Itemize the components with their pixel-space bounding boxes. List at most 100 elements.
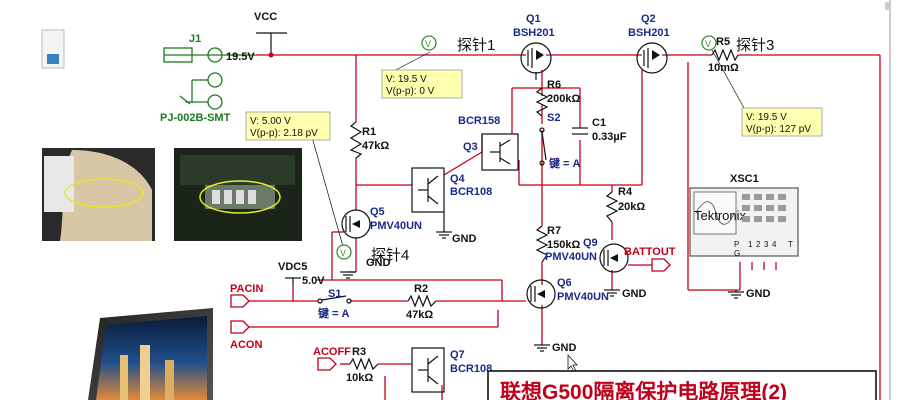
s1-switch[interactable]: S1 键 = A bbox=[317, 288, 352, 320]
probe3-name: 探针3 bbox=[736, 37, 774, 54]
s2-ref: S2 bbox=[547, 112, 560, 124]
q5-model: PMV40UN bbox=[370, 220, 422, 232]
probe1-marker[interactable]: V 探针1 bbox=[421, 35, 495, 54]
scope-brand: Tektronix bbox=[694, 208, 747, 223]
scroll-handle[interactable] bbox=[885, 2, 890, 10]
r1-resistor[interactable]: R1 47kΩ bbox=[349, 121, 389, 159]
s1-ref: S1 bbox=[328, 288, 341, 300]
r3-value: 10kΩ bbox=[346, 372, 373, 384]
j1-model: PJ-002B-SMT bbox=[160, 112, 231, 124]
q4-model: BCR108 bbox=[450, 186, 492, 198]
scope-pin-3: 3 bbox=[764, 240, 769, 249]
s2-switch[interactable]: S2 键 = A bbox=[539, 112, 581, 170]
scope-pin-t: T bbox=[788, 240, 793, 249]
file-icon[interactable] bbox=[41, 29, 65, 69]
c1-capacitor[interactable]: C1 0.33µF bbox=[572, 117, 627, 143]
q6-mosfet[interactable]: Q6 PMV40UN bbox=[526, 277, 609, 309]
title-banner: 联想G500隔离保护电路原理(2) bbox=[487, 370, 877, 400]
s2-key: 键 = A bbox=[548, 156, 581, 170]
q9-model: PMV40UN bbox=[545, 251, 597, 263]
page-title: 联想G500隔离保护电路原理(2) bbox=[500, 380, 787, 400]
pacin-port[interactable]: PACIN bbox=[230, 283, 263, 308]
q6-model: PMV40UN bbox=[557, 291, 609, 303]
probe3-marker[interactable]: V 探针3 bbox=[701, 35, 774, 54]
c1-ref: C1 bbox=[592, 117, 606, 129]
scope-pin-1: 1 bbox=[748, 240, 753, 249]
c1-value: 0.33µF bbox=[592, 131, 627, 143]
acoff-label: ACOFF bbox=[313, 346, 351, 358]
r2-resistor[interactable]: R2 47kΩ bbox=[406, 283, 437, 321]
scope-ref: XSC1 bbox=[730, 173, 759, 185]
q3-transistor[interactable]: BCR158 Q3 bbox=[458, 115, 519, 171]
r6-ref: R6 bbox=[547, 79, 561, 91]
connector-photo bbox=[42, 148, 155, 241]
gnd-label: GND bbox=[552, 342, 577, 354]
battout-port[interactable]: BATTOUT bbox=[624, 246, 676, 272]
scope-pin-p: P bbox=[734, 240, 739, 249]
acon-port[interactable]: ACON bbox=[230, 320, 262, 351]
q3-ref: Q3 bbox=[463, 141, 478, 153]
vdc5-label: VDC5 bbox=[278, 261, 307, 273]
wires bbox=[245, 49, 881, 400]
gnd-q9: GND bbox=[604, 288, 647, 300]
q5-ref: Q5 bbox=[370, 206, 385, 218]
q6-ref: Q6 bbox=[557, 277, 572, 289]
vdc5-value: 5.0V bbox=[302, 275, 325, 287]
probe4-name: 探针4 bbox=[371, 247, 409, 264]
r2-ref: R2 bbox=[414, 283, 428, 295]
r4-resistor[interactable]: R4 20kΩ bbox=[605, 186, 645, 223]
q9-mosfet[interactable]: Q9 PMV40UN bbox=[545, 237, 629, 273]
gnd-q5: GND bbox=[340, 257, 391, 279]
svg-text:V: V bbox=[425, 39, 431, 49]
q2-mosfet[interactable]: Q2 BSH201 bbox=[628, 13, 670, 74]
gnd-label: GND bbox=[622, 288, 647, 300]
oscilloscope-xsc1[interactable]: XSC1 Tektronix P 1 2 3 4 T G bbox=[689, 173, 799, 258]
gnd-label: GND bbox=[366, 257, 391, 269]
r7-ref: R7 bbox=[547, 225, 561, 237]
q3-model: BCR158 bbox=[458, 115, 500, 127]
q4-transistor[interactable]: Q4 BCR108 bbox=[411, 167, 492, 232]
probe3-readout: V: 19.5 V V(p-p): 127 pV bbox=[741, 107, 823, 137]
q7-transistor[interactable]: Q7 BCR108 bbox=[411, 347, 492, 393]
r4-value: 20kΩ bbox=[618, 201, 645, 213]
acoff-port[interactable]: ACOFF bbox=[313, 346, 351, 371]
q5-mosfet[interactable]: Q5 PMV40UN bbox=[341, 206, 422, 239]
vcc-label: VCC bbox=[254, 11, 277, 23]
q7-model: BCR108 bbox=[450, 363, 492, 375]
probe4-marker[interactable]: V 探针4 bbox=[336, 244, 409, 264]
q7-ref: Q7 bbox=[450, 349, 465, 361]
r3-resistor[interactable]: R3 10kΩ bbox=[346, 346, 379, 384]
acon-label: ACON bbox=[230, 339, 262, 351]
pacin-label: PACIN bbox=[230, 283, 263, 295]
r1-ref: R1 bbox=[362, 126, 376, 138]
q2-model: BSH201 bbox=[628, 27, 670, 39]
probe1-vpp: V(p-p): 0 V bbox=[386, 86, 435, 97]
q1-ref: Q1 bbox=[526, 13, 541, 25]
r6-value: 200kΩ bbox=[547, 93, 580, 105]
probe1-readout: V: 19.5 V V(p-p): 0 V bbox=[381, 69, 463, 99]
pcb-photo bbox=[174, 148, 302, 241]
j1-voltage: 19.5V bbox=[226, 51, 255, 63]
s1-key: 键 = A bbox=[317, 306, 350, 320]
laptop-photo bbox=[88, 308, 213, 400]
probe1-name: 探针1 bbox=[457, 37, 495, 54]
scope-pin-g: G bbox=[734, 249, 740, 258]
r5-resistor[interactable]: R5 10mΩ bbox=[708, 36, 739, 74]
svg-text:V: V bbox=[705, 39, 711, 49]
gnd-q6: GND bbox=[534, 342, 577, 354]
r7-value: 150kΩ bbox=[547, 239, 580, 251]
r6-resistor[interactable]: R6 200kΩ bbox=[535, 79, 580, 117]
r7-resistor[interactable]: R7 150kΩ bbox=[535, 225, 580, 263]
probe3-vpp: V(p-p): 127 pV bbox=[746, 124, 811, 135]
j1-connector[interactable]: J1 19.5V PJ-002B-SMT bbox=[160, 33, 256, 124]
scope-pin-4: 4 bbox=[772, 240, 777, 249]
mouse-cursor bbox=[567, 353, 578, 373]
svg-text:V: V bbox=[340, 248, 346, 258]
q1-mosfet[interactable]: Q1 BSH201 bbox=[513, 13, 555, 80]
battout-label: BATTOUT bbox=[624, 246, 676, 258]
probe3-voltage: V: 19.5 V bbox=[746, 112, 787, 123]
gnd-scope: GND bbox=[728, 288, 771, 300]
j1-ref: J1 bbox=[189, 33, 201, 45]
gnd-label: GND bbox=[452, 233, 477, 245]
